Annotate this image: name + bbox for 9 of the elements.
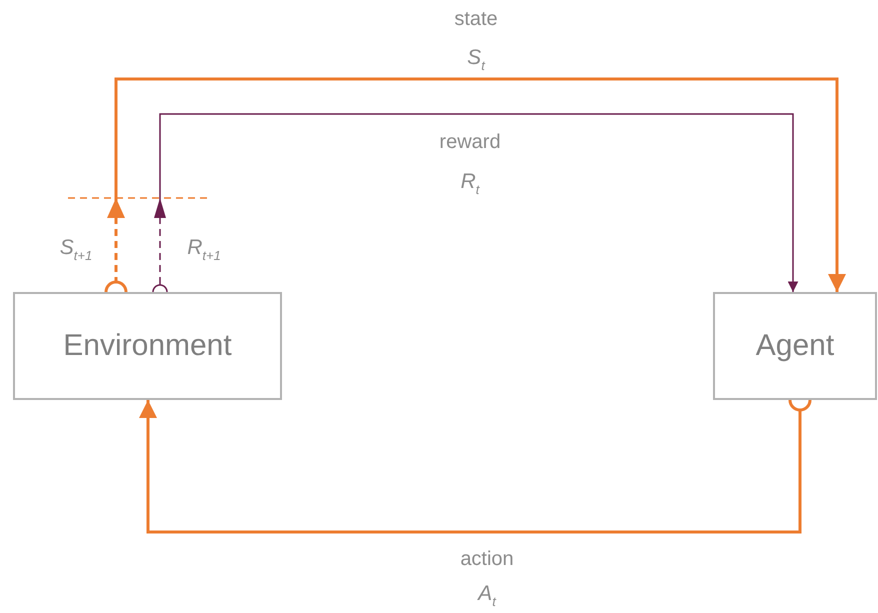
math-symbol: S$_{t}$: [467, 46, 485, 73]
node-label: Agent: [756, 329, 834, 363]
process-box: [713, 292, 877, 400]
math-symbol: R$_{t+1}$: [187, 236, 221, 263]
process-box: [13, 292, 282, 400]
math-symbol: S$_{t+1}$: [60, 236, 92, 263]
math-symbol: R$_{t}$: [460, 170, 480, 197]
node-label: Environment: [63, 329, 232, 363]
math-symbol: A$_{t}$: [478, 582, 496, 609]
